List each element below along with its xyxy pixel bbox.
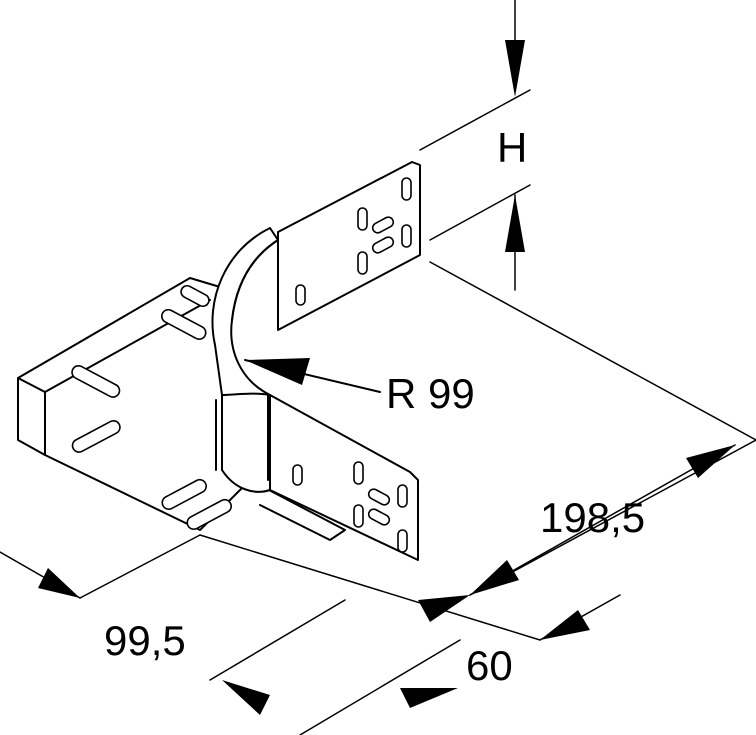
arrow-depth-left (418, 595, 470, 622)
arrow-length-lower (470, 560, 519, 595)
arrow-width-left (38, 568, 80, 598)
length-label: 198,5 (540, 494, 645, 541)
arrow-depth-right (540, 610, 590, 640)
slot-lower-2 (397, 529, 408, 553)
slot-base-3 (161, 308, 207, 340)
radius-label: R 99 (386, 370, 475, 417)
height-label: H (497, 124, 527, 171)
slot-upper-2 (401, 224, 412, 248)
slot-upper-5 (371, 216, 395, 234)
arrow-radius (245, 358, 310, 385)
slot-upper-7 (295, 284, 306, 306)
slot-lower-3 (353, 461, 364, 485)
slot-base-2 (71, 419, 121, 453)
slot-lower-6 (367, 508, 391, 526)
upper-side-plate (277, 161, 421, 331)
slot-base-1 (71, 364, 121, 398)
slot-lower-4 (353, 504, 364, 528)
lower-side-plate (269, 394, 419, 561)
arrow-height-bottom (505, 195, 525, 252)
arrow-length-upper (686, 445, 735, 478)
slot-lower-1 (397, 484, 408, 508)
slot-upper-4 (357, 251, 368, 275)
depth-label: 60 (466, 642, 513, 689)
slot-base-4 (161, 478, 207, 510)
slot-lower-7 (292, 464, 303, 486)
arrow-width-right-bottom (400, 688, 458, 708)
height-dimension: H (497, 40, 527, 252)
arrow-height-top (505, 40, 525, 97)
length-dimension: 198,5 (469, 444, 736, 596)
depth-dimension: 60 (418, 595, 590, 689)
slot-upper-6 (371, 236, 395, 254)
slot-base-5 (186, 498, 232, 530)
slot-lower-5 (367, 488, 391, 506)
slot-upper-1 (401, 177, 412, 201)
width-label: 99,5 (104, 617, 186, 664)
slot-base-6 (180, 284, 210, 308)
radius-dimension: R 99 (244, 358, 475, 417)
slot-upper-3 (357, 207, 368, 231)
arrow-width-right-top (222, 680, 270, 715)
width-dimension: 99,5 (38, 568, 458, 715)
